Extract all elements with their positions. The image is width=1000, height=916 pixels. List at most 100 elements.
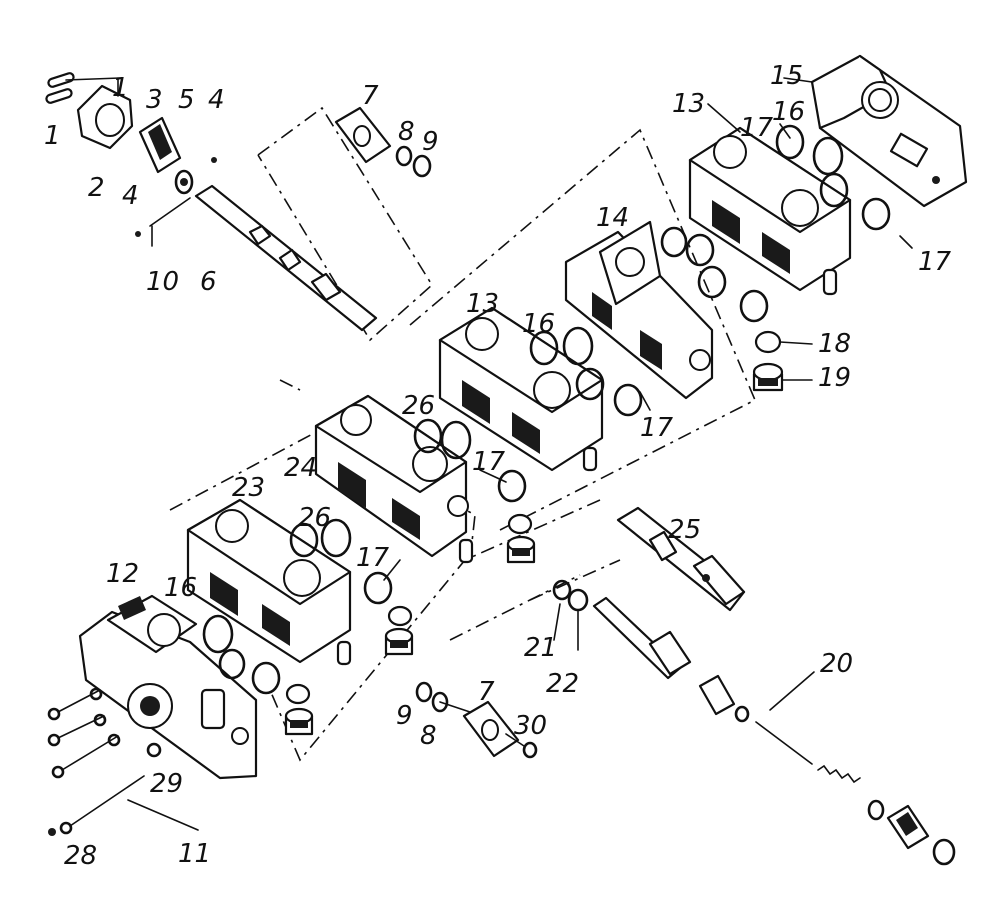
part-19-plug (752, 362, 784, 392)
part-17-oring-c (613, 383, 643, 417)
callout-16c: 16 (164, 573, 197, 603)
callout-5: 5 (178, 85, 195, 115)
callout-17b: 17 (918, 247, 952, 277)
part-9-seal-top (412, 154, 432, 178)
callout-19: 19 (818, 363, 851, 393)
part-oring-i (440, 420, 472, 460)
part-4-pins (135, 157, 217, 237)
part-7-cover-top (334, 106, 392, 164)
part-3-sleeve (138, 116, 182, 174)
part-12-inlet-housing (78, 594, 258, 780)
part-23-section (186, 498, 352, 666)
callout-8a: 8 (398, 117, 415, 147)
callout-25: 25 (668, 515, 701, 545)
part-plug-inlet (284, 707, 314, 736)
callout-numbers: 1 1 2 3 5 4 4 10 6 7 8 9 13 15 16 17 17 … (44, 61, 952, 871)
part-oring-l (251, 661, 281, 695)
callout-30: 30 (514, 711, 547, 741)
part-26-oring-a (413, 418, 443, 454)
part-oring-f (739, 289, 769, 323)
part-oring-k (218, 648, 246, 680)
callout-10: 10 (146, 267, 179, 297)
callout-15: 15 (770, 61, 803, 91)
callout-24: 24 (284, 453, 317, 483)
callout-3: 3 (146, 85, 163, 115)
part-1-bolts (45, 72, 75, 104)
callout-23: 23 (232, 473, 265, 503)
part-6-spool (194, 184, 378, 332)
part-oring-g (562, 326, 594, 366)
part-29-washer (146, 742, 162, 758)
callout-20: 20 (820, 649, 853, 679)
callout-26b: 26 (298, 503, 331, 533)
callout-28: 28 (64, 841, 97, 871)
part-seal-inlet (285, 683, 311, 705)
part-25-shaft (616, 506, 746, 612)
callout-29: 29 (150, 769, 183, 799)
part-oring-h (575, 367, 605, 401)
part-17-oring-e (363, 571, 393, 605)
part-16-oring-b (529, 330, 559, 366)
part-18-seal (754, 330, 782, 354)
callout-1b: 1 (44, 121, 61, 151)
callout-16b: 16 (522, 309, 555, 339)
part-9-seal-bottom (415, 681, 433, 703)
part-16-oring-c (202, 614, 234, 654)
part-24-section (314, 394, 474, 564)
callout-17a: 17 (740, 113, 774, 143)
part-8-oring-bottom (431, 691, 449, 713)
callout-4a: 4 (208, 85, 225, 115)
callout-2: 2 (88, 173, 105, 203)
callout-21: 21 (524, 633, 557, 663)
callout-7a: 7 (362, 81, 379, 111)
part-seal-mid (507, 513, 533, 535)
part-17-oring-b (861, 197, 891, 231)
callout-6: 6 (200, 267, 217, 297)
callout-13a: 13 (672, 89, 705, 119)
part-oring-e (697, 265, 727, 299)
callout-17e: 17 (356, 543, 390, 573)
part-16-oring-a (812, 136, 844, 176)
callout-22: 22 (546, 669, 579, 699)
part-plug-mid (506, 535, 536, 564)
part-2-end-cap (76, 84, 134, 150)
part-11-tie-rods (47, 687, 145, 835)
part-oring-c (660, 226, 688, 258)
callout-9b: 9 (396, 701, 413, 731)
part-7-cover-bottom (462, 700, 520, 758)
callout-17d: 17 (472, 447, 506, 477)
leader-lines (65, 77, 913, 831)
part-21-ring (552, 579, 572, 601)
part-15-end-housing (810, 54, 968, 208)
callout-17c: 17 (640, 413, 674, 443)
part-13-section-upper (688, 126, 852, 296)
callout-16a: 16 (772, 97, 805, 127)
part-22-ring (567, 588, 589, 612)
part-17-oring-a (775, 124, 805, 160)
part-10-spring-pin (149, 197, 191, 227)
part-20-relief-valve (592, 596, 956, 866)
callout-4b: 4 (122, 181, 139, 211)
part-oring-b (819, 172, 849, 208)
part-oring-d (685, 233, 715, 267)
callout-8b: 8 (420, 721, 437, 751)
callout-18: 18 (818, 329, 851, 359)
callout-13b: 13 (466, 289, 499, 319)
part-seal-lower (387, 605, 413, 627)
part-13-section-middle (438, 306, 604, 472)
part-30-screw (505, 733, 538, 759)
callout-9a: 9 (422, 127, 439, 157)
part-14-spacer-section (564, 220, 714, 400)
callout-12: 12 (106, 559, 139, 589)
part-17-oring-d (497, 469, 527, 503)
part-8-oring-top (395, 145, 413, 167)
callout-1a: 1 (112, 73, 129, 103)
part-26-oring-b (289, 522, 319, 558)
callout-14: 14 (596, 203, 629, 233)
part-plug-lower (384, 627, 414, 656)
callout-26a: 26 (402, 391, 435, 421)
part-oring-j (320, 518, 352, 558)
callout-11: 11 (178, 839, 211, 869)
part-28-nut (48, 828, 56, 836)
